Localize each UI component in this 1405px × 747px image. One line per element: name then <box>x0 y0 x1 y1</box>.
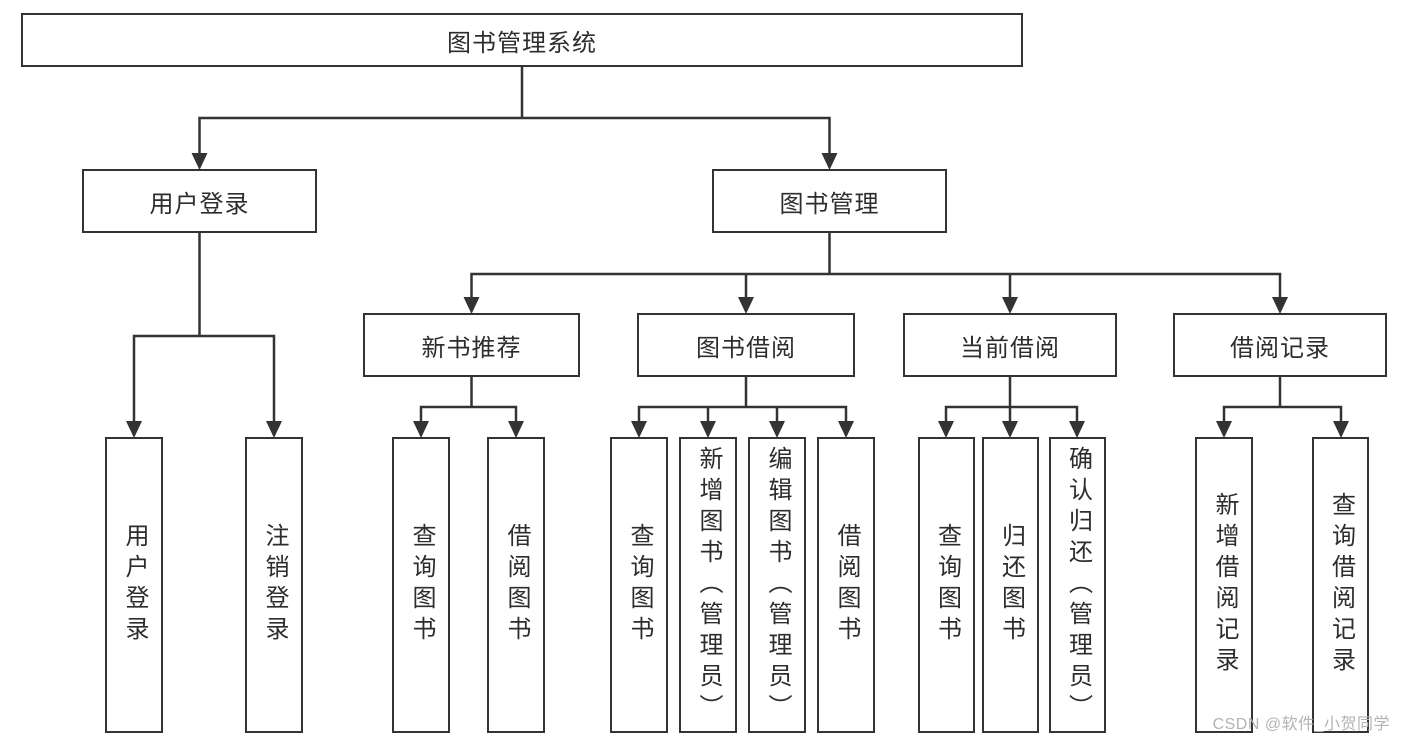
arrowhead <box>1002 421 1018 438</box>
leaf-borrow-books-recommend: 借阅图书 <box>487 437 545 733</box>
arrowhead <box>838 421 854 438</box>
leaf-query-books-recommend: 查询图书 <box>392 437 450 733</box>
arrowhead <box>738 297 754 314</box>
arrowhead <box>463 297 480 314</box>
leaf-confirm-return-admin: 确认归还（管理员） <box>1049 437 1106 733</box>
node-user-login: 用户登录 <box>82 169 317 233</box>
leaf-add-borrow-record: 新增借阅记录 <box>1195 437 1253 733</box>
arrowhead <box>700 421 716 438</box>
arrowhead <box>631 421 647 438</box>
leaf-query-books-current: 查询图书 <box>918 437 975 733</box>
node-book-management: 图书管理 <box>712 169 947 233</box>
arrowhead <box>413 421 429 438</box>
arrowhead <box>1272 297 1288 314</box>
node-current-borrowing: 当前借阅 <box>903 313 1117 377</box>
leaf-edit-books-admin: 编辑图书（管理员） <box>748 437 806 733</box>
leaf-borrow-books-borrowing: 借阅图书 <box>817 437 875 733</box>
arrowhead <box>938 421 954 438</box>
connector-user-login-split <box>132 231 276 424</box>
node-book-borrowing: 图书借阅 <box>637 313 855 377</box>
arrowhead <box>1002 297 1018 314</box>
arrowhead <box>126 421 142 438</box>
arrowhead <box>508 421 524 438</box>
arrowhead <box>1216 421 1232 438</box>
arrowhead <box>821 153 838 170</box>
connector-root-split <box>198 65 831 156</box>
connector-borrowing-records-split <box>1222 375 1343 424</box>
leaf-query-borrow-record: 查询借阅记录 <box>1312 437 1369 733</box>
leaf-query-books-borrowing: 查询图书 <box>610 437 668 733</box>
arrowhead <box>266 421 282 438</box>
arrowhead <box>191 153 208 170</box>
connector-current-borrowing-split <box>944 375 1079 424</box>
watermark: CSDN @软件_小贺同学 <box>1212 716 1390 733</box>
arrowhead <box>1069 421 1085 438</box>
connector-book-management-split <box>470 231 1282 300</box>
arrowhead <box>1333 421 1349 438</box>
node-borrowing-records: 借阅记录 <box>1173 313 1387 377</box>
connector-book-borrowing-split <box>637 375 848 424</box>
connector-new-book-recommendation-split <box>419 375 518 424</box>
arrowhead <box>769 421 785 438</box>
leaf-return-books: 归还图书 <box>982 437 1039 733</box>
node-book-management-system: 图书管理系统 <box>21 13 1023 67</box>
leaf-add-books-admin: 新增图书（管理员） <box>679 437 737 733</box>
leaf-user-login: 用户登录 <box>105 437 163 733</box>
node-new-book-recommendation: 新书推荐 <box>363 313 580 377</box>
leaf-logout-login: 注销登录 <box>245 437 303 733</box>
